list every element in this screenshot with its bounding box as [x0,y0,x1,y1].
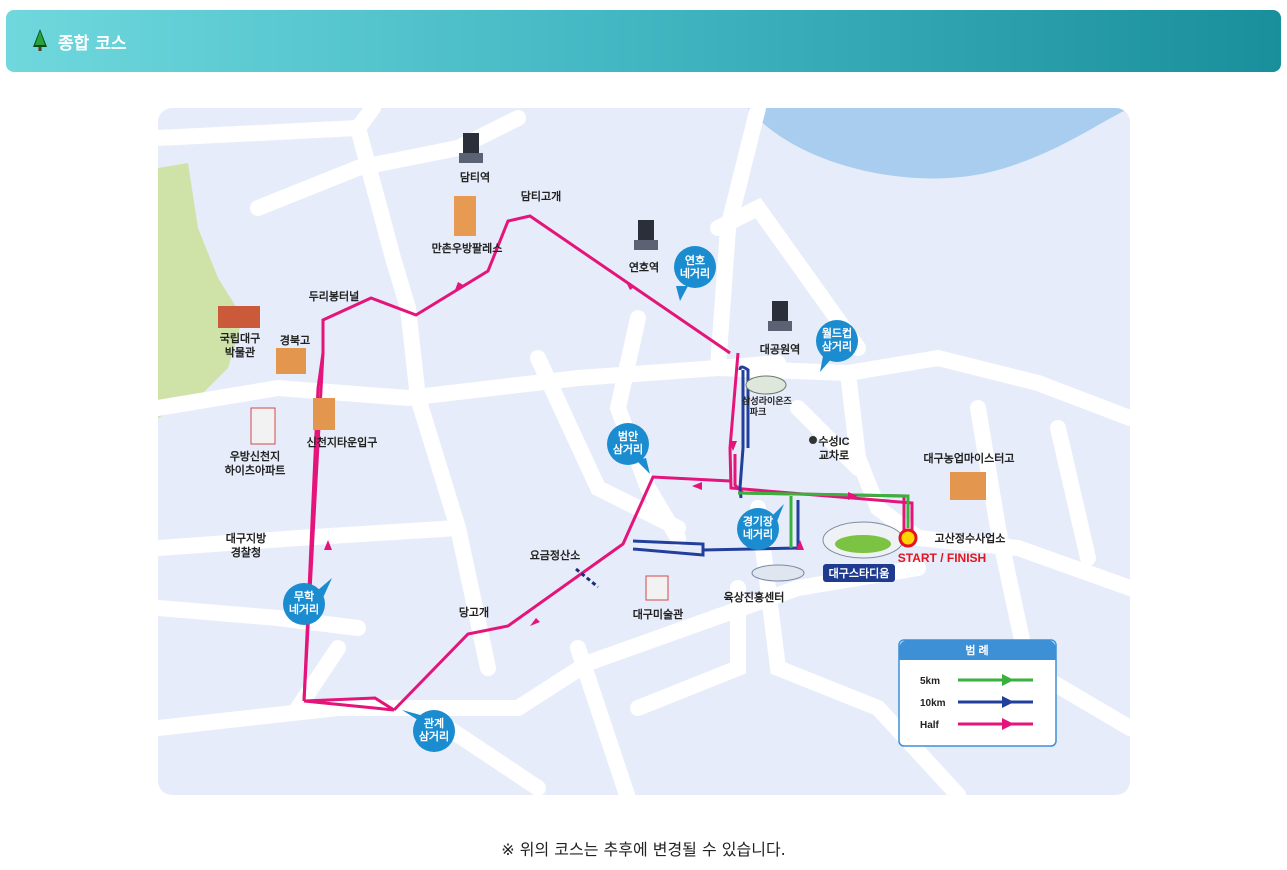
label-ubang-2: 하이츠아파트 [225,463,286,477]
yuksang-center-icon [751,564,805,582]
start-finish-label: START / FINISH [898,551,986,565]
course-half-south [392,475,731,712]
legend-label-half: Half [920,720,940,731]
stadium-field-icon [835,535,891,553]
label-lions-1: 삼성라이온즈 [742,395,792,406]
label-suseong-2: 교차로 [819,448,849,462]
label-danggogae: 당고개 [459,605,489,619]
label-yuksang: 육상진흥센터 [724,590,785,604]
svg-text:네거리: 네거리 [743,527,773,541]
svg-text:삼거리: 삼거리 [419,729,449,743]
callout-worldcup: 월드컵 삼거리 [816,320,858,372]
label-damti-pass: 담티고개 [521,189,561,203]
svg-text:경기장: 경기장 [743,514,773,528]
label-ubang-1: 우방신천지 [230,449,281,463]
svg-text:네거리: 네거리 [289,602,319,616]
course-half-stadium [728,352,914,533]
legend-label-5k: 5km [920,676,940,687]
label-manchon: 만촌우방팔레스 [432,241,503,255]
course-5k-east [737,491,910,528]
start-finish-marker [898,528,918,548]
junction-callouts: 연호 네거리 월드컵 삼거리 범안 삼거리 경기장 네거리 [283,246,858,752]
legend-arrow-half [1002,718,1014,730]
place-labels: 담티역 담티고개 만촌우방팔레스 연호역 두리봉터널 국립대구 박물관 경북고 … [220,170,1015,621]
label-damti-station: 담티역 [460,170,490,184]
manchon-building-icon [454,196,476,236]
park-area [158,163,243,418]
agri-school-icon [950,472,986,500]
damti-station-icon [459,133,483,163]
svg-text:범안: 범안 [618,429,638,443]
legend-title: 범 례 [965,643,988,657]
label-gosan: 고산정수사업소 [935,531,1006,545]
callout-gwangye: 관계 삼거리 [402,710,455,752]
course-half-corner [303,696,395,712]
gyeongbuk-building-icon [276,348,306,374]
legend-label-10k: 10km [920,698,946,709]
river [748,108,1130,179]
legend-arrow-10k [1002,696,1014,708]
label-art-museum: 대구미술관 [633,607,684,621]
legend: 범 례 5km 10km Half [898,639,1057,747]
label-duri-tunnel: 두리봉터널 [309,289,360,303]
label-museum-2: 박물관 [225,345,255,359]
stadium-label-box [823,564,895,582]
label-yeonho-station: 연호역 [629,260,659,274]
course-arrows [324,280,858,626]
course-10k-north [738,370,745,499]
svg-text:네거리: 네거리 [680,266,710,280]
station-icons [459,133,792,331]
label-museum-1: 국립대구 [220,331,260,345]
change-notice: ※ 위의 코스는 추후에 변경될 수 있습니다. [501,840,786,859]
label-police-2: 경찰청 [231,545,261,559]
stadium-label: 대구스타디움 [829,566,890,580]
museum-building-icon [218,306,260,328]
roads [158,108,1130,795]
label-lions-2: 파크 [750,406,767,417]
callout-yeonho: 연호 네거리 [674,246,716,301]
tree-icon [33,29,47,51]
svg-text:삼거리: 삼거리 [613,442,643,456]
callout-muhak: 무학 네거리 [283,578,332,625]
section-title: 종합 코스 [58,34,127,54]
course-map-svg: 담티역 담티고개 만촌우방팔레스 연호역 두리봉터널 국립대구 박물관 경북고 … [158,108,1130,795]
ubang-building-icon [250,407,276,445]
lions-park-icon [745,375,787,395]
label-police-1: 대구지방 [226,531,266,545]
svg-text:무학: 무학 [294,589,314,603]
building-icons [218,196,986,601]
course-map: 담티역 담티고개 만촌우방팔레스 연호역 두리봉터널 국립대구 박물관 경북고 … [158,108,1130,795]
course-10k-west [632,539,705,557]
course-10k-turn [738,365,750,448]
label-suseong-1: 수성IC [818,434,849,448]
course-half-sw [303,699,395,712]
legend-header [899,640,1056,660]
svg-text:연호: 연호 [685,253,705,267]
tollgate-marker [575,567,599,589]
yeonho-station-icon [634,220,658,250]
svg-text:삼거리: 삼거리 [822,339,852,353]
art-museum-icon [645,575,669,601]
label-gyeongbuk: 경북고 [280,333,310,347]
course-half-north [302,214,731,702]
label-daegong-station: 대공원역 [760,342,800,356]
suseong-ic-dot [809,436,817,444]
callout-beoban: 범안 삼거리 [607,423,650,474]
legend-arrow-5k [1002,674,1014,686]
section-header: 종합 코스 [6,10,1281,72]
svg-text:월드컵: 월드컵 [822,326,852,340]
label-agri: 대구농업마이스터고 [923,451,1014,465]
svg-text:관계: 관계 [424,716,444,730]
label-sincheon: 신천지타운입구 [307,435,378,449]
callout-stadium-junction: 경기장 네거리 [737,504,784,550]
sincheon-building-icon [313,398,335,430]
daegong-station-icon [768,301,792,331]
label-tollgate: 요금정산소 [530,548,581,562]
